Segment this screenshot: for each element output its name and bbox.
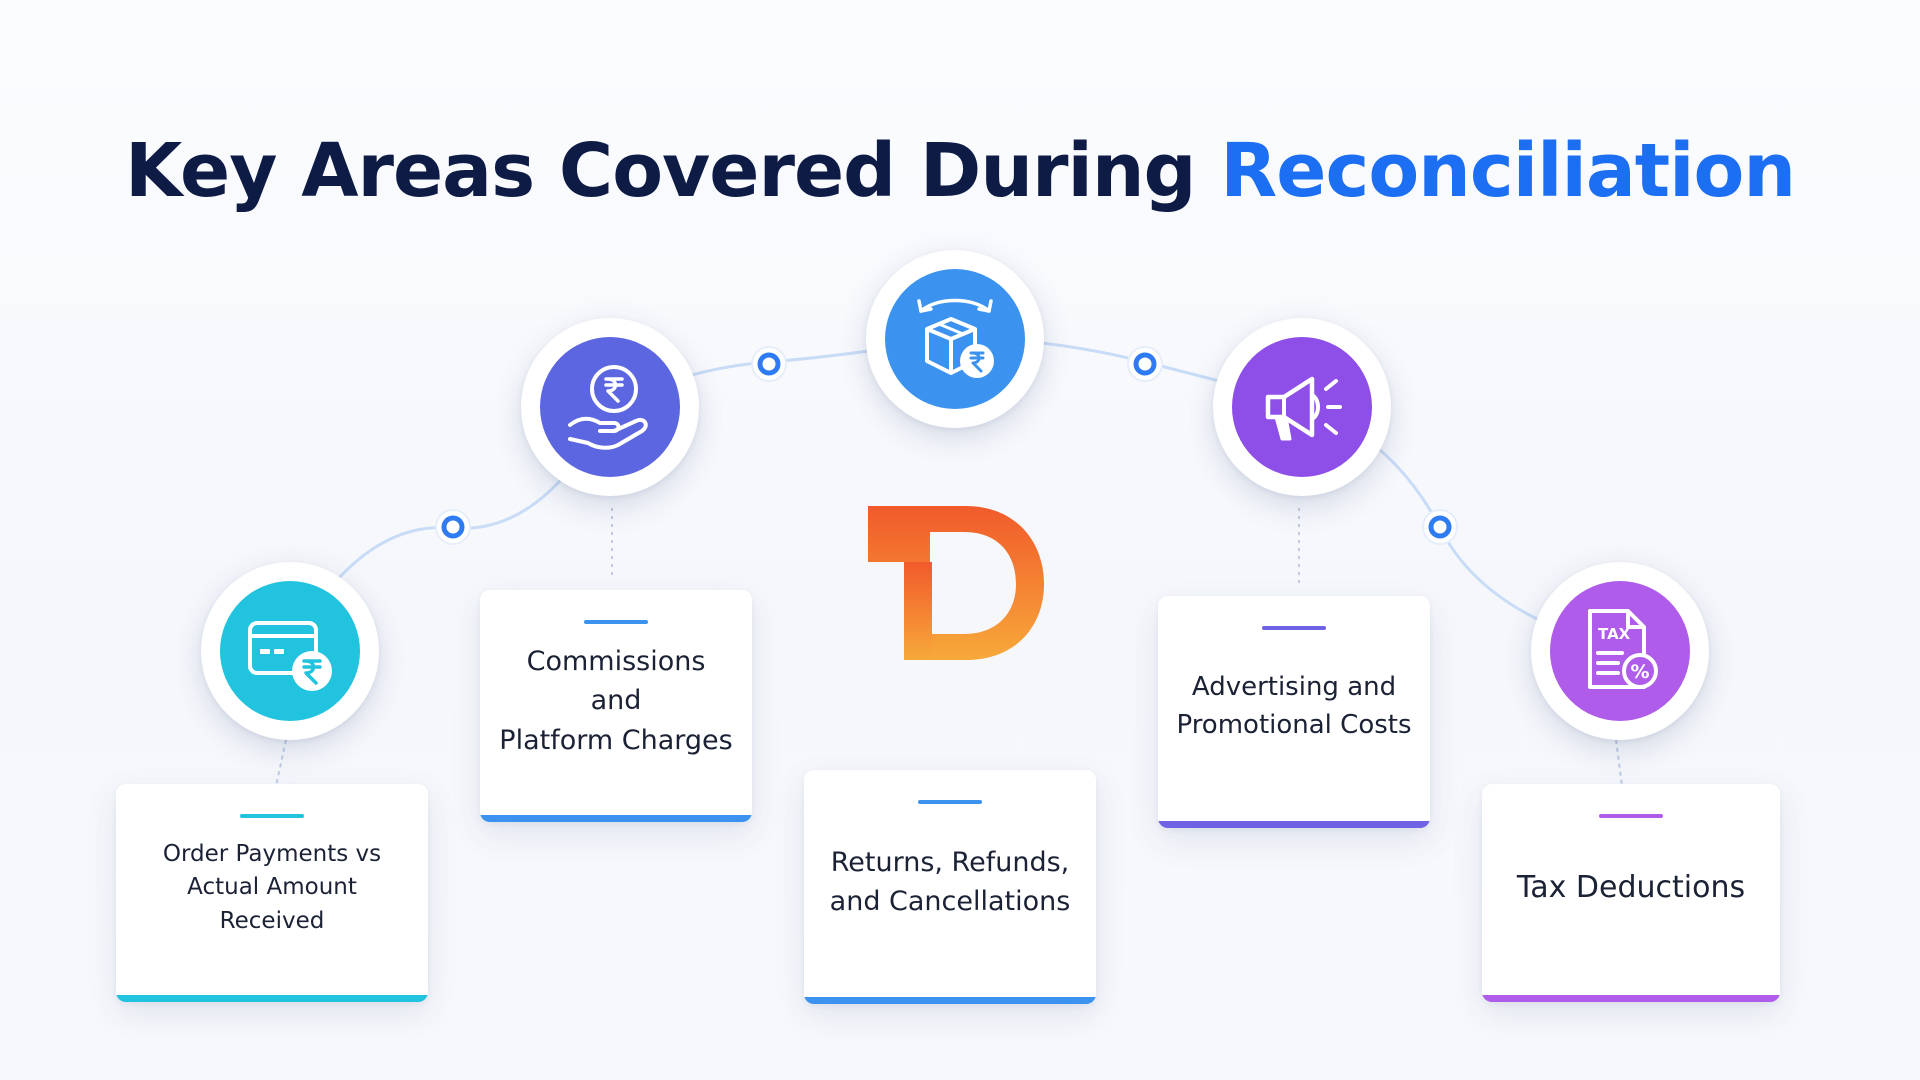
card-order-payments: Order Payments vs Actual Amount Received [116, 784, 428, 1002]
card-label-line: Promotional Costs [1176, 710, 1412, 740]
card-label-line: Commissions and [526, 646, 706, 717]
icon-disc [1232, 337, 1372, 477]
connector-dot [435, 509, 471, 545]
connector-drop-5 [1615, 739, 1623, 787]
card-returns: Returns, Refunds, and Cancellations [804, 770, 1096, 1004]
hand-rupee-icon [568, 365, 648, 450]
card-tax: Tax Deductions [1482, 784, 1780, 1002]
package-return-icon [917, 298, 994, 378]
connector-drop-1 [275, 739, 287, 787]
connector-dot [1422, 509, 1458, 545]
icon-ring-advertising [1213, 318, 1391, 496]
icon-ring-commissions [521, 318, 699, 496]
card-label-line: and Cancellations [829, 886, 1071, 917]
card-commissions: Commissions and Platform Charges [480, 590, 752, 822]
connector-dot [751, 346, 787, 382]
percent-label: % [1630, 661, 1649, 683]
icon-ring-tax: TAX % [1531, 562, 1709, 740]
card-accent-bar [116, 995, 428, 1002]
connector-dot [1127, 346, 1163, 382]
icon-ring-returns [866, 250, 1044, 428]
card-accent-bar [1158, 821, 1430, 828]
card-label-line: Tax Deductions [1516, 870, 1746, 906]
card-advertising: Advertising and Promotional Costs [1158, 596, 1430, 828]
card-accent-dash [1262, 626, 1326, 630]
tax-document-icon: TAX % [1588, 609, 1658, 689]
icon-disc [220, 581, 360, 721]
card-accent-bar [1482, 995, 1780, 1002]
page-title: Key Areas Covered During Reconciliation [0, 128, 1920, 214]
megaphone-icon [1265, 376, 1342, 441]
title-main: Key Areas Covered During [124, 128, 1221, 214]
card-rupee-icon [248, 621, 332, 691]
icon-disc [540, 337, 680, 477]
card-accent-dash [918, 800, 982, 804]
card-label: Returns, Refunds, and Cancellations [830, 843, 1071, 921]
card-label-line: Order Payments vs [162, 840, 382, 867]
card-accent-dash [1599, 814, 1663, 818]
card-label-line: Returns, Refunds, [830, 846, 1070, 878]
card-label: Commissions and Platform Charges [498, 642, 734, 759]
card-label: Order Payments vs Actual Amount Received [134, 838, 410, 938]
card-label-line: Actual Amount Received [187, 874, 357, 934]
icon-ring-order-payments [201, 562, 379, 740]
icon-disc [885, 269, 1025, 409]
card-label-line: Advertising and [1191, 672, 1397, 703]
card-label: Tax Deductions [1517, 866, 1745, 910]
card-accent-dash [240, 814, 304, 818]
card-label: Advertising and Promotional Costs [1176, 669, 1411, 744]
title-accent: Reconciliation [1220, 128, 1796, 214]
card-accent-bar [804, 997, 1096, 1004]
card-accent-dash [584, 620, 648, 624]
icon-disc: TAX % [1550, 581, 1690, 721]
card-accent-bar [480, 815, 752, 822]
tax-label: TAX [1598, 625, 1631, 643]
td-brand-logo [868, 506, 1044, 660]
card-label-line: Platform Charges [499, 724, 733, 756]
